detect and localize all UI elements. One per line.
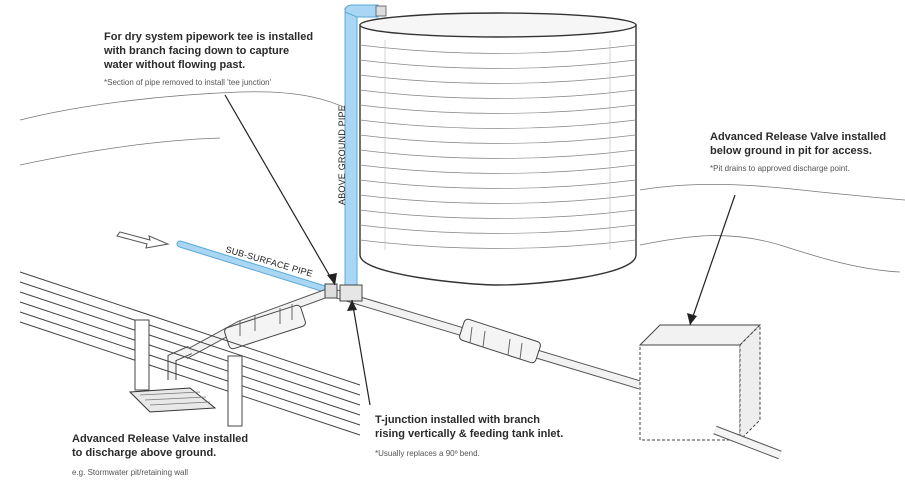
arv-above-ground-note-footnote: e.g. Stormwater pit/retaining wall — [72, 468, 189, 478]
t-junction-note: T-junction installed with branch rising … — [375, 413, 605, 459]
arv-pit-note-title: Advanced Release Valve installed below g… — [710, 131, 887, 158]
retaining-wall — [19, 271, 361, 436]
above-ground-pipe-label: ABOVE GROUND PIPE — [337, 105, 347, 205]
leader-arrowheads — [327, 273, 697, 325]
release-valve-right — [459, 318, 541, 364]
leader-lines — [224, 94, 736, 406]
stormwater-grate — [128, 387, 217, 413]
flow-arrow-icon — [116, 231, 170, 249]
arv-pit-note-footnote: *Pit drains to approved discharge point. — [710, 164, 850, 174]
release-valve-left — [224, 304, 306, 350]
tee-note-title: For dry system pipework tee is installed… — [104, 31, 314, 72]
tee-note: For dry system pipework tee is installed… — [104, 30, 344, 88]
tee-note-footnote: *Section of pipe removed to install 'tee… — [104, 78, 272, 88]
t-junction-note-footnote: *Usually replaces a 90º bend. — [375, 449, 480, 459]
terrain-lines — [19, 91, 905, 273]
above-ground-pipe: ABOVE GROUND PIPE — [337, 4, 387, 293]
valve-pit — [638, 323, 782, 460]
t-junction-note-title: T-junction installed with branch rising … — [375, 414, 564, 441]
water-tank — [359, 12, 637, 286]
arv-above-ground-note: Advanced Release Valve installed to disc… — [72, 432, 312, 478]
sub-surface-pipe: SUB-SURFACE PIPE — [176, 240, 332, 294]
arv-pit-note: Advanced Release Valve installed below g… — [710, 130, 895, 174]
tee-junction — [324, 283, 363, 302]
arv-above-ground-note-title: Advanced Release Valve installed to disc… — [72, 433, 249, 460]
